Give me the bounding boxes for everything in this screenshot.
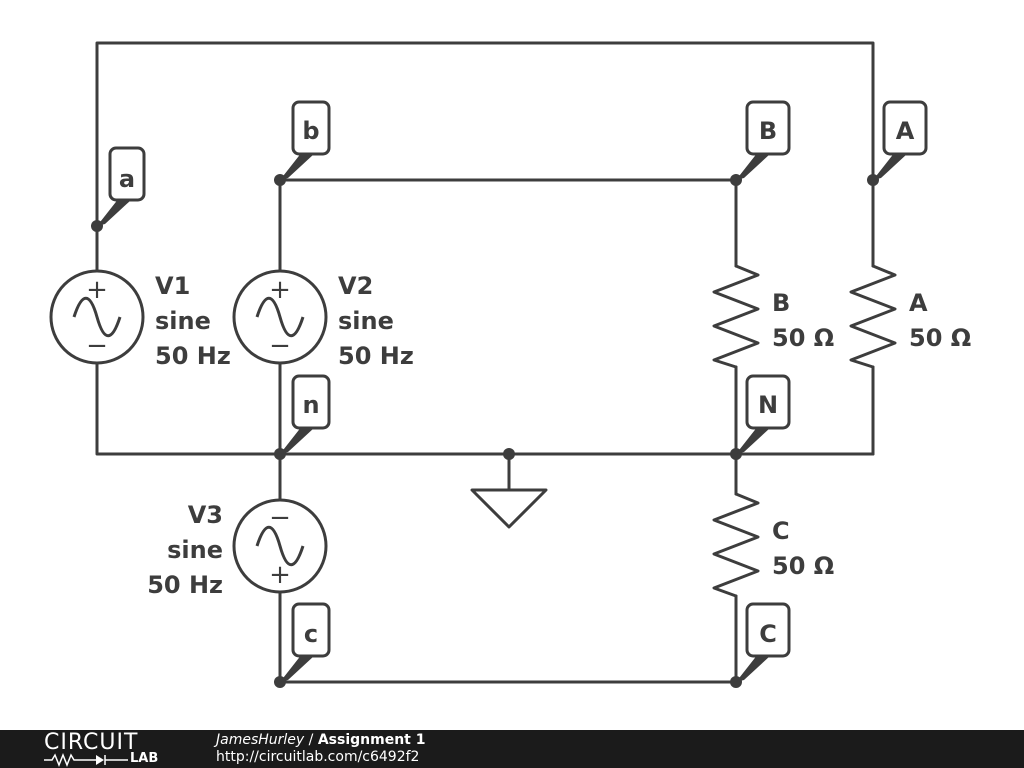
v2-freq: 50 Hz	[338, 342, 414, 370]
node-label-A: A	[896, 117, 915, 145]
label-resistor-b: B 50 Ω	[772, 289, 834, 352]
circuit-title[interactable]: Assignment 1	[317, 732, 426, 748]
circuitlab-logo-text[interactable]: CIRCUIT	[44, 730, 139, 755]
node-tag-B: B	[736, 100, 791, 180]
wires	[95, 41, 875, 684]
v3-freq: 50 Hz	[147, 571, 223, 599]
resistor-a	[849, 264, 897, 369]
circuit-schematic: + − + − − + a b B	[49, 41, 971, 688]
wire-b-bus	[278, 178, 738, 273]
rc-value: 50 Ω	[772, 552, 834, 580]
node-tag-A: A	[873, 100, 928, 180]
circuit-credit: JamesHurley / Assignment 1	[216, 732, 425, 749]
v2-type: sine	[338, 307, 394, 335]
v3-minus-sign: −	[269, 503, 291, 533]
rc-name: C	[772, 517, 790, 545]
node-label-C: C	[759, 620, 777, 648]
v3-type: sine	[167, 536, 223, 564]
author-link[interactable]: JamesHurley	[216, 732, 305, 748]
v2-plus-sign: +	[269, 275, 291, 305]
rb-name: B	[772, 289, 790, 317]
node-tag-b: b	[280, 100, 331, 180]
node-label-N: N	[758, 391, 778, 419]
resistor-diode-logo-icon	[44, 753, 128, 767]
node-tag-C: C	[736, 602, 791, 682]
resistor-c	[712, 492, 760, 598]
circuitlab-logo-lab: LAB	[130, 751, 159, 766]
ra-value: 50 Ω	[909, 324, 971, 352]
v1-name: V1	[155, 272, 190, 300]
label-v2: V2 sine 50 Hz	[338, 272, 414, 370]
label-resistor-c: C 50 Ω	[772, 517, 834, 580]
credit-separator: /	[304, 732, 318, 748]
v3-name: V3	[188, 501, 223, 529]
label-v3: V3 sine 50 Hz	[147, 501, 223, 599]
node-label-B: B	[759, 117, 777, 145]
node-label-a: a	[119, 165, 135, 193]
node-label-b: b	[302, 117, 319, 145]
node-tag-n: n	[280, 374, 331, 454]
rb-value: 50 Ω	[772, 324, 834, 352]
source-v2: + −	[232, 269, 328, 365]
source-v3: − +	[232, 498, 328, 594]
v2-minus-sign: −	[269, 331, 291, 361]
source-v1: + −	[49, 269, 145, 365]
label-v1: V1 sine 50 Hz	[155, 272, 231, 370]
node-label-c: c	[304, 620, 318, 648]
wire-a-to-A-top	[95, 41, 875, 273]
ra-name: A	[909, 289, 928, 317]
v2-name: V2	[338, 272, 373, 300]
circuit-url-link[interactable]: http://circuitlab.com/c6492f2	[216, 749, 420, 765]
v1-plus-sign: +	[86, 275, 108, 305]
v3-plus-sign: +	[269, 560, 291, 590]
footer-bar: CIRCUIT LAB JamesHurley / Assignment 1 h…	[0, 730, 1024, 768]
node-tag-N: N	[736, 374, 791, 454]
label-resistor-a: A 50 Ω	[909, 289, 971, 352]
node-label-n: n	[302, 391, 319, 419]
ground-symbol	[470, 488, 548, 529]
v1-minus-sign: −	[86, 331, 108, 361]
node-tag-c: c	[280, 602, 331, 682]
wire-c-bus	[278, 590, 738, 684]
v1-freq: 50 Hz	[155, 342, 231, 370]
node-tag-a: a	[97, 146, 146, 226]
v1-type: sine	[155, 307, 211, 335]
resistor-b	[712, 264, 760, 369]
wire-v1-bottom	[95, 361, 282, 456]
